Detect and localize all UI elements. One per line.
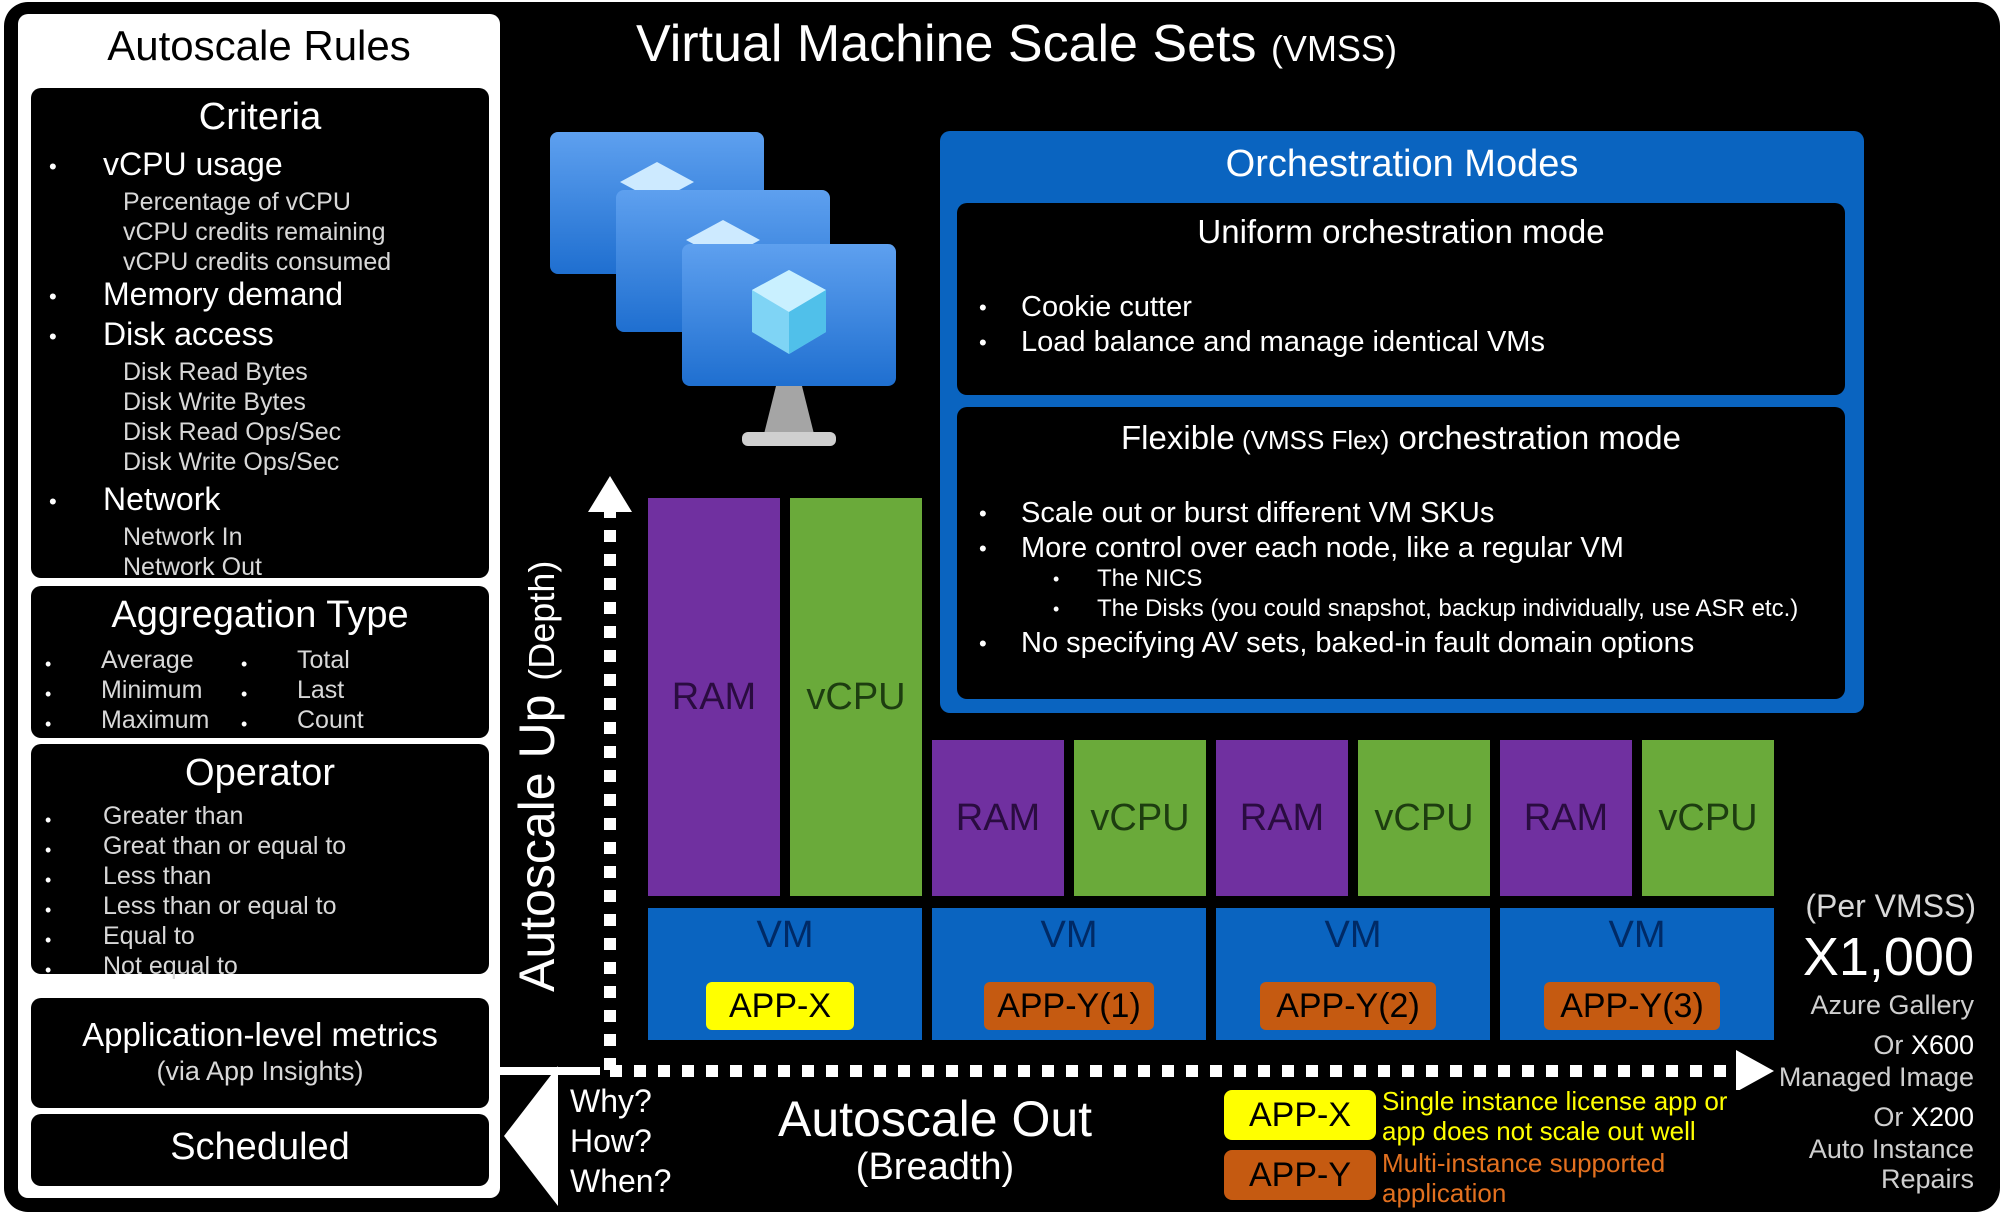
flexible-item: More control over each node, like a regu… xyxy=(1021,532,1624,564)
autoscale-up-label: Autoscale Up (Depth) xyxy=(509,560,565,992)
vm-label: VM xyxy=(756,914,814,956)
criteria-sub-item: vCPU credits consumed xyxy=(123,248,392,276)
criteria-disk-access: Disk access xyxy=(103,316,274,352)
app-metrics-title: Application-level metrics xyxy=(82,1016,438,1053)
flexible-item: Scale out or burst different VM SKUs xyxy=(1021,497,1495,529)
flexible-item: No specifying AV sets, baked-in fault do… xyxy=(1021,627,1695,659)
legend-app-x: APP-X xyxy=(1224,1090,1376,1140)
app-metrics-subtitle: (via App Insights) xyxy=(156,1056,364,1086)
criteria-network: Network xyxy=(103,481,221,517)
ram-bar: RAM xyxy=(1500,740,1632,896)
flexible-mode-box: Flexible (VMSS Flex) orchestration mode … xyxy=(957,407,1845,699)
criteria-sub-item: Network In xyxy=(123,523,243,551)
auto-repairs-limit: Or X200 xyxy=(1873,1102,1974,1132)
autoscale-axes xyxy=(588,476,1774,1090)
uniform-item: Cookie cutter xyxy=(1021,291,1192,323)
legend-app-x-desc: app does not scale out well xyxy=(1382,1116,1696,1146)
operator-item: Greater than xyxy=(103,802,244,830)
operator-box: Operator • • • • • • Greater than Great … xyxy=(31,744,489,980)
criteria-box: Criteria • vCPU usage Percentage of vCPU… xyxy=(31,88,489,581)
why-label: Why? xyxy=(570,1083,652,1119)
auto-instance-label: Auto Instance xyxy=(1808,1134,1974,1164)
operator-item: Less than xyxy=(103,862,212,890)
app-metrics-box: Application-level metrics (via App Insig… xyxy=(31,998,489,1108)
app-tag: APP-Y(2) xyxy=(1260,982,1436,1030)
operator-item: Not equal to xyxy=(103,952,238,980)
managed-image-limit: Or X600 xyxy=(1873,1030,1974,1060)
criteria-sub-item: Disk Read Bytes xyxy=(123,358,308,386)
app-tag: APP-X xyxy=(706,982,854,1030)
how-label: How? xyxy=(570,1123,652,1159)
vm-label: VM xyxy=(1608,914,1666,956)
vm-block: VM APP-Y(1) xyxy=(932,908,1206,1040)
legend-app-y-desc: application xyxy=(1382,1178,1507,1208)
when-label: When? xyxy=(570,1163,672,1199)
vm-label: VM xyxy=(1324,914,1382,956)
legend-app-x-desc: Single instance license app or xyxy=(1382,1086,1728,1116)
autoscale-out-label: Autoscale Out xyxy=(777,1091,1093,1147)
aggregation-item: Count xyxy=(297,706,364,734)
aggregation-item: Maximum xyxy=(101,706,210,734)
autoscale-out-sub: (Breadth) xyxy=(855,1146,1015,1188)
per-vmss-label: (Per VMSS) xyxy=(1805,888,1976,924)
criteria-title: Criteria xyxy=(198,96,322,138)
operator-item: Great than or equal to xyxy=(103,832,347,860)
uniform-mode-box: Uniform orchestration mode • Cookie cutt… xyxy=(957,203,1845,395)
flexible-mode-title: Flexible (VMSS Flex) orchestration mode xyxy=(1121,419,1681,456)
operator-item: Equal to xyxy=(103,922,195,950)
operator-title: Operator xyxy=(185,752,335,794)
app-tag: APP-Y(1) xyxy=(984,982,1154,1030)
ram-bar: RAM xyxy=(932,740,1064,896)
app-tag: APP-Y(3) xyxy=(1544,982,1720,1030)
aggregation-type-title: Aggregation Type xyxy=(111,594,409,636)
vm-block: VM APP-Y(2) xyxy=(1216,908,1490,1040)
uniform-item: Load balance and manage identical VMs xyxy=(1021,326,1545,358)
scheduled-box: Scheduled xyxy=(31,1114,489,1186)
criteria-sub-item: Disk Write Bytes xyxy=(123,388,306,416)
ram-bar: RAM xyxy=(648,498,780,896)
main-title: Virtual Machine Scale Sets (VMSS) xyxy=(636,15,1397,73)
orchestration-modes-box: Orchestration Modes Uniform orchestratio… xyxy=(940,131,1864,713)
criteria-sub-item: Disk Read Ops/Sec xyxy=(123,418,342,446)
vm-block: VM APP-Y(3) xyxy=(1500,908,1774,1040)
azure-gallery-label: Azure Gallery xyxy=(1810,990,1974,1020)
aggregation-item: Total xyxy=(297,646,350,674)
orchestration-modes-title: Orchestration Modes xyxy=(1225,143,1579,185)
aggregation-item: Last xyxy=(297,676,345,704)
vcpu-bar: vCPU xyxy=(1642,740,1774,896)
criteria-sub-item: Percentage of vCPU xyxy=(123,188,351,216)
managed-image-label: Managed Image xyxy=(1778,1062,1974,1092)
max-instances-value: X1,000 xyxy=(1802,927,1974,987)
aggregation-item: Minimum xyxy=(101,676,203,704)
autoscale-rules-panel: Autoscale Rules Criteria • vCPU usage Pe… xyxy=(18,14,500,1198)
flexible-sub-item: The NICS xyxy=(1097,565,1203,592)
repairs-label: Repairs xyxy=(1880,1164,1974,1194)
vcpu-bar: vCPU xyxy=(1358,740,1490,896)
vm-label: VM xyxy=(1040,914,1098,956)
vm-scale-set-monitors-icon xyxy=(550,132,896,446)
legend-app-y-desc: Multi-instance supported xyxy=(1382,1148,1666,1178)
connector-line xyxy=(500,1067,600,1075)
autoscale-rules-title: Autoscale Rules xyxy=(107,22,411,69)
vm-block: VM APP-X xyxy=(648,908,922,1040)
scheduled-title: Scheduled xyxy=(170,1126,350,1168)
aggregation-item: Average xyxy=(101,646,194,674)
criteria-sub-item: Disk Write Ops/Sec xyxy=(123,448,340,476)
flexible-sub-item: The Disks (you could snapshot, backup in… xyxy=(1097,595,1799,622)
ram-bar: RAM xyxy=(1216,740,1348,896)
uniform-mode-title: Uniform orchestration mode xyxy=(1197,213,1605,250)
criteria-sub-item: Network Out xyxy=(123,553,262,581)
vcpu-bar: vCPU xyxy=(1074,740,1206,896)
operator-item: Less than or equal to xyxy=(103,892,337,920)
arrow-left-icon xyxy=(504,1066,558,1206)
vcpu-bar: vCPU xyxy=(790,498,922,896)
criteria-vcpu-usage: vCPU usage xyxy=(103,146,283,182)
legend-app-y: APP-Y xyxy=(1224,1150,1376,1200)
criteria-memory-demand: Memory demand xyxy=(103,276,344,312)
criteria-sub-item: vCPU credits remaining xyxy=(123,218,386,246)
aggregation-type-box: Aggregation Type • • • Average Minimum M… xyxy=(31,586,489,738)
